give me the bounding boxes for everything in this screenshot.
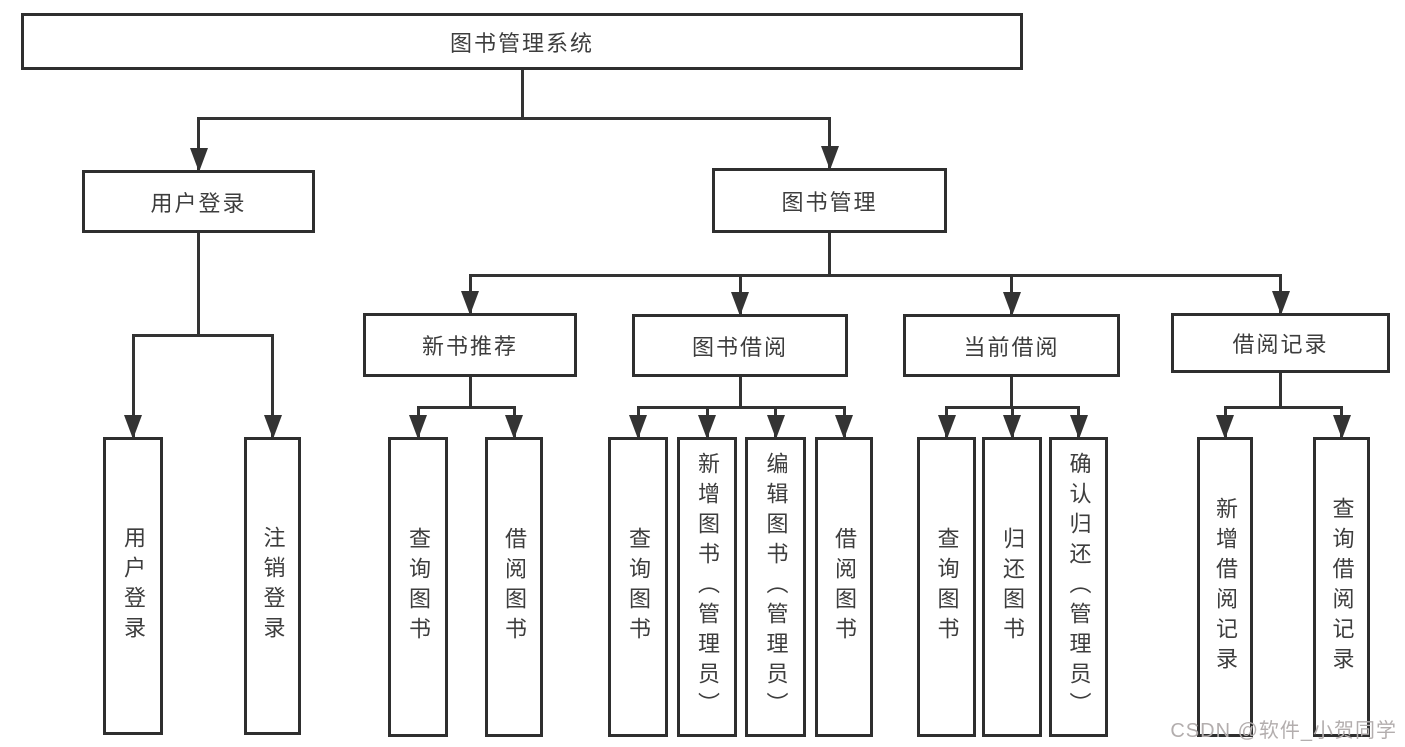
connector-line [271, 335, 274, 437]
arrowhead-down-icon [505, 415, 523, 439]
arrowhead-down-icon [1002, 292, 1021, 316]
connector-line [828, 233, 831, 275]
arrowhead-down-icon [1271, 291, 1290, 315]
connector-line [131, 335, 135, 437]
node-leaf-br-add: 新增借阅记录 [1197, 437, 1253, 737]
arrowhead-down-icon [461, 291, 479, 315]
connector-line [131, 333, 274, 337]
connector-line [197, 116, 831, 120]
arrowhead-down-icon [1332, 415, 1351, 439]
connector-line [468, 273, 1282, 277]
node-leaf-cb-return: 归还图书 [982, 437, 1042, 737]
node-leaf-br-query: 查询借阅记录 [1313, 437, 1370, 737]
arrowhead-down-icon [835, 415, 853, 439]
connector-line [416, 405, 516, 409]
node-leaf-nb-borrow: 借阅图书 [485, 437, 543, 737]
arrowhead-down-icon [1069, 415, 1088, 439]
arrowhead-down-icon [937, 415, 956, 439]
connector-line [520, 70, 524, 118]
node-book-mgmt: 图书管理 [712, 168, 947, 233]
arrowhead-down-icon [1003, 415, 1021, 439]
arrowhead-down-icon [766, 415, 785, 439]
connector-line [636, 405, 846, 409]
node-leaf-bb-edit: 编辑图书（管理员） [745, 437, 806, 737]
arrowhead-down-icon [124, 415, 142, 439]
node-current-borrow: 当前借阅 [903, 314, 1120, 377]
node-root: 图书管理系统 [21, 13, 1023, 70]
arrowhead-down-icon [409, 415, 427, 439]
node-leaf-bb-borrow: 借阅图书 [815, 437, 873, 737]
arrowhead-down-icon [698, 415, 716, 439]
node-book-borrow: 图书借阅 [632, 314, 848, 377]
node-leaf-nb-query: 查询图书 [388, 437, 448, 737]
arrowhead-down-icon [731, 292, 749, 316]
node-leaf-user-login: 用户登录 [103, 437, 163, 735]
node-leaf-bb-query: 查询图书 [608, 437, 668, 737]
arrowhead-down-icon [629, 415, 647, 439]
arrowhead-down-icon [263, 415, 282, 439]
node-user-login: 用户登录 [82, 170, 315, 233]
node-leaf-cb-query: 查询图书 [917, 437, 976, 737]
arrowhead-down-icon [820, 146, 839, 170]
node-new-book-rec: 新书推荐 [363, 313, 577, 377]
node-leaf-logout: 注销登录 [244, 437, 301, 735]
connector-line [738, 377, 742, 407]
connector-line [828, 118, 831, 168]
connector-line [1279, 373, 1282, 407]
connector-line [197, 118, 200, 170]
connector-line [1010, 377, 1013, 407]
arrowhead-down-icon [1216, 415, 1234, 439]
arrowhead-down-icon [189, 148, 208, 172]
node-borrow-record: 借阅记录 [1171, 313, 1390, 373]
csdn-watermark: CSDN @软件_小贺同学 [1170, 720, 1397, 742]
node-leaf-bb-add: 新增图书（管理员） [677, 437, 737, 737]
node-leaf-cb-confirm: 确认归还（管理员） [1049, 437, 1108, 737]
connector-line [1223, 405, 1343, 409]
connector-line [468, 377, 472, 407]
connector-line [197, 233, 200, 335]
